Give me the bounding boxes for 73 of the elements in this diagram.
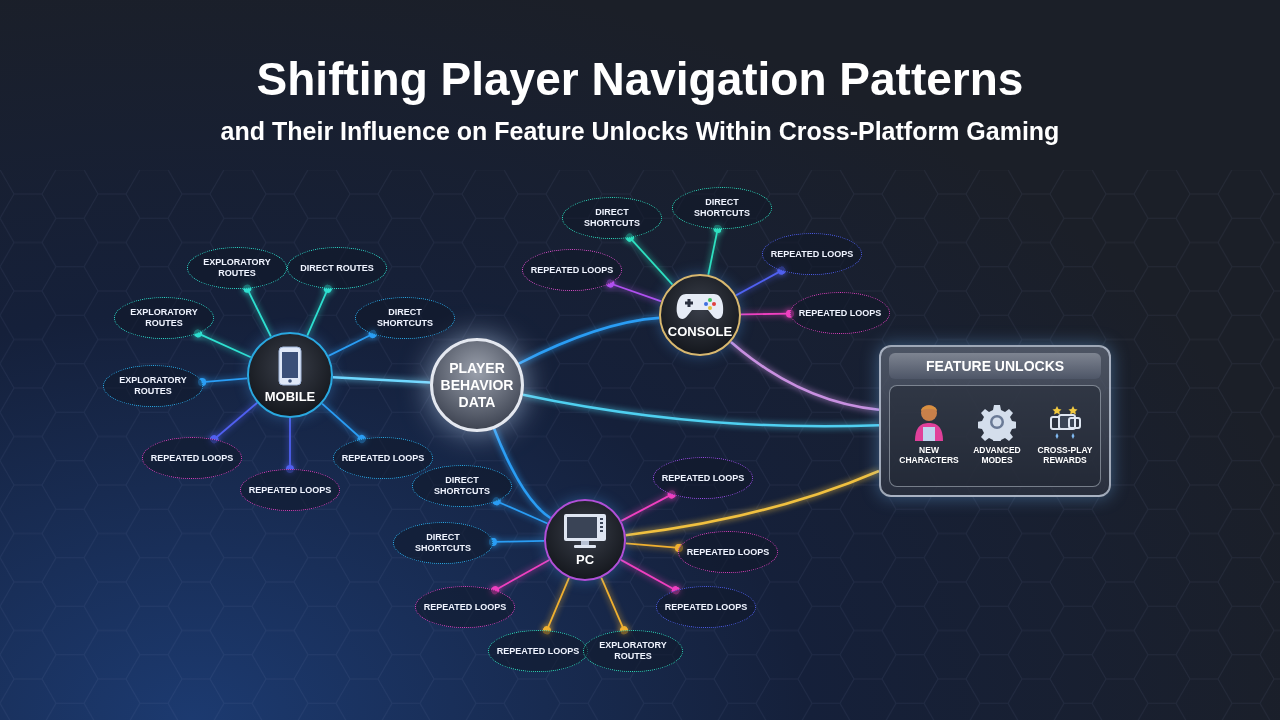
bubble-label: REPEATED LOOPS xyxy=(798,307,882,319)
hub-label: MOBILE xyxy=(264,389,316,404)
connector-line xyxy=(707,224,722,276)
route-bubble xyxy=(678,531,778,573)
bubble-label: EXPLORATORY ROUTES xyxy=(202,257,272,279)
route-bubble xyxy=(790,292,890,334)
connector-line xyxy=(193,329,252,359)
connector-line xyxy=(327,329,377,357)
bubble-label: DIRECT SHORTCUTS xyxy=(693,197,751,219)
feature-label: CROSS-PLAY REWARDS xyxy=(1036,445,1094,465)
connector-line xyxy=(488,537,545,546)
connector-line xyxy=(600,576,629,635)
bubble-label: EXPLORATORY ROUTES xyxy=(118,375,188,397)
bubble-label: REPEATED LOOPS xyxy=(423,601,507,613)
connector-line xyxy=(492,428,552,520)
feature-label: NEW CHARACTERS xyxy=(898,445,960,465)
bubble-label: DIRECT SHORTCUTS xyxy=(583,207,641,229)
route-bubble xyxy=(333,437,433,479)
route-bubble xyxy=(240,469,340,511)
route-bubble xyxy=(672,187,772,229)
panel-heading: FEATURE UNLOCKS xyxy=(889,353,1101,379)
connector-line xyxy=(518,316,660,365)
route-bubble xyxy=(287,247,387,289)
bubble-label: REPEATED LOOPS xyxy=(770,248,854,260)
connector-line xyxy=(625,469,880,537)
connector-line xyxy=(620,490,676,522)
connector-line xyxy=(285,417,295,474)
bubble-label: REPEATED LOOPS xyxy=(496,645,580,657)
connector-line xyxy=(735,266,786,297)
bubble-label: REPEATED LOOPS xyxy=(661,472,745,484)
bubble-label: REPEATED LOOPS xyxy=(341,452,425,464)
hub-label: PLAYER BEHAVIOR DATA xyxy=(439,359,515,411)
bubble-label: REPEATED LOOPS xyxy=(664,601,748,613)
route-bubble xyxy=(583,630,683,672)
title: Shifting Player Navigation Patterns xyxy=(255,52,1025,106)
connector-line xyxy=(321,402,366,444)
route-bubble xyxy=(393,522,493,564)
connector-line xyxy=(306,284,332,337)
connector-line xyxy=(625,542,684,552)
connector-line xyxy=(740,309,795,318)
connector-line xyxy=(210,401,259,444)
bubble-label: DIRECT SHORTCUTS xyxy=(433,475,491,497)
route-bubble xyxy=(415,586,515,628)
connector-line xyxy=(198,377,248,387)
feature-label: ADVANCED MODES xyxy=(972,445,1022,465)
connector-line xyxy=(243,284,272,338)
connector-line xyxy=(491,559,551,595)
bubble-label: EXPLORATORY ROUTES xyxy=(598,640,668,662)
connector-line xyxy=(542,576,570,635)
bubble-label: DIRECT ROUTES xyxy=(299,262,375,274)
subtitle: and Their Influence on Feature Unlocks Within Cross-Platform Gaming xyxy=(219,116,1061,147)
connector-line xyxy=(730,340,880,411)
bubble-label: DIRECT SHORTCUTS xyxy=(376,307,434,329)
bubble-label: REPEATED LOOPS xyxy=(248,484,332,496)
route-bubble xyxy=(488,630,588,672)
route-bubble xyxy=(522,249,622,291)
feature-panel xyxy=(879,345,1111,497)
connector-line xyxy=(332,376,431,384)
connector-line xyxy=(606,279,663,303)
connector-line xyxy=(625,233,674,286)
bubble-label: REPEATED LOOPS xyxy=(686,546,770,558)
bubble-label: EXPLORATORY ROUTES xyxy=(129,307,199,329)
connector-line xyxy=(492,497,549,525)
route-bubble xyxy=(412,465,512,507)
connector-line xyxy=(620,559,680,595)
hub-label: CONSOLE xyxy=(667,324,733,339)
hub-label: PC xyxy=(575,552,595,567)
route-bubble xyxy=(762,233,862,275)
bubble-label: REPEATED LOOPS xyxy=(530,264,614,276)
bubble-label: DIRECT SHORTCUTS xyxy=(414,532,472,554)
connector-line xyxy=(522,393,880,428)
route-bubble xyxy=(114,297,214,339)
bubble-label: REPEATED LOOPS xyxy=(150,452,234,464)
